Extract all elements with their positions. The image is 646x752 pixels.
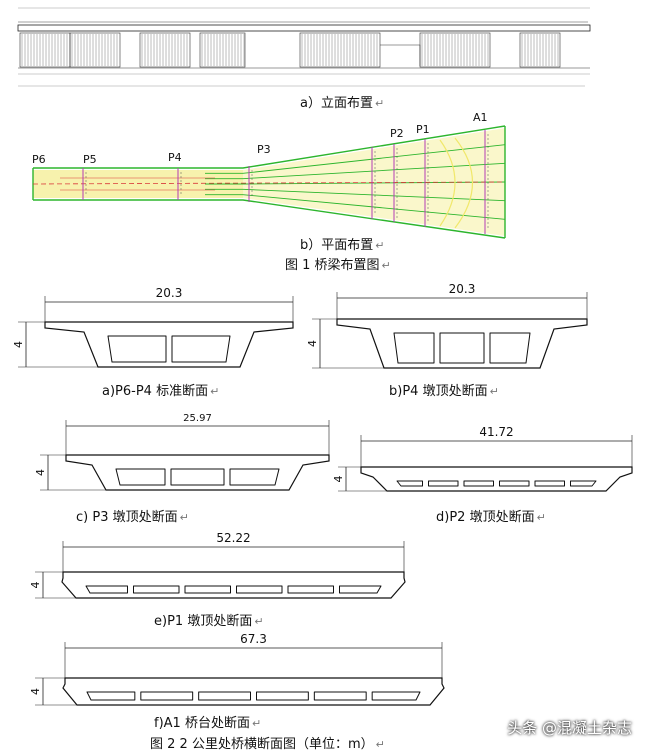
section-e-cell xyxy=(287,585,334,594)
section-f-width-label: 67.3 xyxy=(240,632,267,646)
section-b-drawing xyxy=(312,292,588,369)
elevation-deck xyxy=(17,24,591,32)
section-e-cell xyxy=(339,585,382,594)
section-e-height-label: 4 xyxy=(29,582,42,589)
section-e-drawing xyxy=(35,541,406,599)
section-f-box-outline xyxy=(62,677,445,706)
section-a-box-outline xyxy=(44,321,294,368)
pier-label-p3: P3 xyxy=(257,143,271,156)
section-f-cell xyxy=(313,691,367,701)
section-c-box-outline xyxy=(65,454,330,491)
section-d-width-label: 41.72 xyxy=(479,425,513,439)
section-a-width-label: 20.3 xyxy=(156,286,183,300)
plan-curve xyxy=(439,139,456,227)
plan-curve xyxy=(454,137,473,229)
section-f-cell xyxy=(371,691,421,701)
section-c-cell xyxy=(115,468,166,486)
section-f-cell xyxy=(140,691,194,701)
section-a-caption: a)P6-P4 标准断面↵ xyxy=(102,384,220,399)
elevation-pier-block xyxy=(519,32,561,68)
section-e-cell xyxy=(85,585,128,594)
section-e-box-outline xyxy=(61,571,406,599)
section-b-box-outline xyxy=(336,318,588,369)
pier-label-p6: P6 xyxy=(32,153,46,166)
plan-girder-line xyxy=(205,162,506,180)
section-b-height-label: 4 xyxy=(306,340,319,347)
section-a-cell xyxy=(171,335,231,363)
section-e-cell xyxy=(236,585,283,594)
section-a-drawing xyxy=(18,296,294,368)
section-b-cell xyxy=(439,332,485,364)
section-a-cell xyxy=(107,335,167,363)
section-d-cell xyxy=(534,480,565,487)
section-d-height-label: 4 xyxy=(332,476,345,483)
elevation-pier-block xyxy=(299,32,381,68)
section-f-drawing xyxy=(35,642,445,706)
plan-girder-line xyxy=(205,144,506,174)
plan-girder-line xyxy=(205,188,506,202)
section-e-cell xyxy=(133,585,180,594)
section-b-cell xyxy=(489,332,531,364)
section-c-cell xyxy=(229,468,280,486)
section-d-cell xyxy=(463,480,494,487)
section-f-caption: f)A1 桥台处断面↵ xyxy=(154,716,262,731)
plan-girder-line xyxy=(205,194,506,220)
section-f-height-label: 4 xyxy=(29,688,42,695)
section-e-cell xyxy=(184,585,231,594)
plan-deck-fill-wide xyxy=(243,128,505,236)
section-c-caption: c) P3 墩顶处断面↵ xyxy=(76,510,189,525)
section-e-width-label: 52.22 xyxy=(216,531,250,545)
section-c-height-label: 4 xyxy=(34,469,47,476)
pier-label-p2: P2 xyxy=(390,127,404,140)
section-f-cell xyxy=(86,691,136,701)
elevation-pier-block xyxy=(69,32,121,68)
plan-caption: b）平面布置↵ xyxy=(300,238,385,253)
section-e-caption: e)P1 墩顶处断面↵ xyxy=(154,614,264,629)
pier-label-p1: P1 xyxy=(416,123,430,136)
pier-label-p4: P4 xyxy=(168,151,182,164)
section-d-box-outline xyxy=(360,466,633,492)
section-f-cell xyxy=(256,691,309,701)
section-d-drawing xyxy=(338,435,633,492)
section-c-cell xyxy=(170,468,225,486)
elevation-caption: a）立面布置↵ xyxy=(300,96,385,111)
plan-centerline xyxy=(32,181,506,185)
section-c-drawing xyxy=(40,420,330,491)
figure-1-title: 图 1 桥梁布置图↵ xyxy=(285,258,391,273)
section-b-caption: b)P4 墩顶处断面↵ xyxy=(389,384,499,399)
elevation-drawing xyxy=(17,7,591,87)
elevation-pier-block xyxy=(199,32,246,68)
pier-label-p5: P5 xyxy=(83,153,97,166)
elevation-pier-block xyxy=(19,32,71,68)
section-f-cell xyxy=(198,691,251,701)
section-b-width-label: 20.3 xyxy=(449,282,476,296)
pier-label-a1: A1 xyxy=(473,111,488,124)
watermark: 头条 @混凝土杂志 xyxy=(507,719,632,737)
section-d-cell xyxy=(428,480,459,487)
plan-outline xyxy=(33,125,506,239)
figure-2-title: 图 2 2 公里处桥横断面图（单位：m）↵ xyxy=(150,737,385,752)
section-c-width-label: 25.97 xyxy=(183,413,212,424)
plan-drawing xyxy=(32,125,506,239)
section-d-caption: d)P2 墩顶处断面↵ xyxy=(436,510,546,525)
section-d-cell xyxy=(396,480,423,487)
section-a-height-label: 4 xyxy=(12,341,25,348)
elevation-pier-block xyxy=(139,32,191,68)
section-d-cell xyxy=(570,480,597,487)
elevation-step xyxy=(380,44,421,66)
section-b-cell xyxy=(393,332,435,364)
section-d-cell xyxy=(499,480,530,487)
